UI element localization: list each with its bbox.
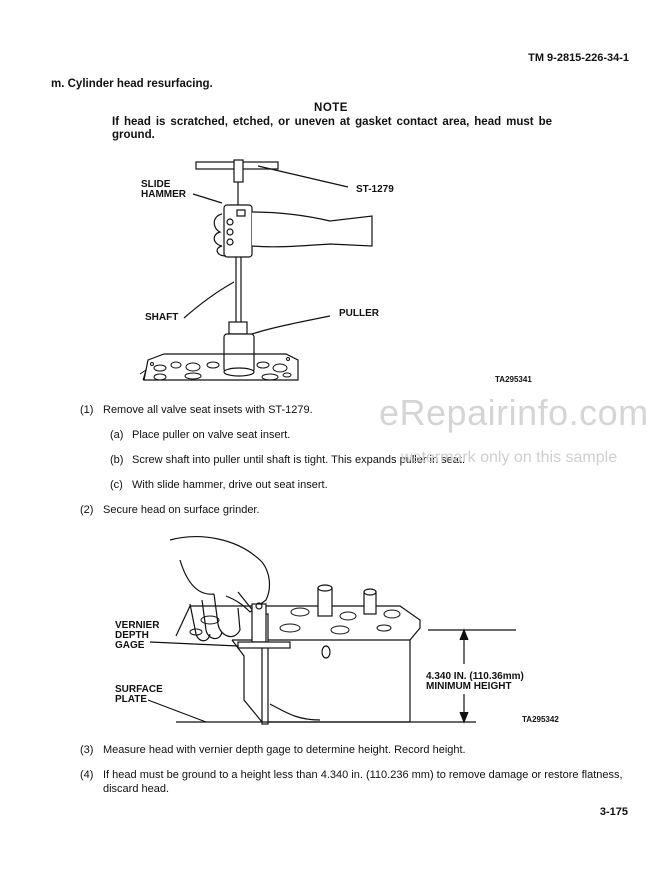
doc-id: TM 9-2815-226-34-1 [528,52,629,64]
label-shaft: SHAFT [145,312,179,323]
note-title: NOTE [314,102,348,114]
label-hammer: HAMMER [141,189,186,200]
step-3-text: Measure head with vernier depth gage to … [103,744,466,756]
label-depth: DEPTH [115,630,149,641]
step-4-text: If head must be ground to a height less … [103,769,623,795]
step-3-num: (3) [80,744,94,756]
watermark-brand: eRepairinfo.com [379,392,649,433]
step-2-text: Secure head on surface grinder. [103,504,260,516]
label-plate: PLATE [115,694,148,705]
figure2-id: TA295342 [522,715,559,724]
label-minimum-height: MINIMUM HEIGHT [426,681,512,692]
section-title: m. Cylinder head resurfacing. [51,78,213,90]
step-1-text: Remove all valve seat insets with ST-127… [103,404,313,416]
label-slide: SLIDE [141,179,171,190]
step-1b-text: Screw shaft into puller until shaft is t… [132,454,466,466]
label-st-1279: ST-1279 [356,184,394,195]
watermark-note: watermark only on this sample [401,449,618,466]
figure1-id: TA295341 [495,375,532,384]
step-1a-num: (a) [110,429,124,441]
label-gage: GAGE [115,640,145,651]
label-puller: PULLER [339,308,379,319]
label-surface: SURFACE [115,684,163,695]
step-2-num: (2) [80,504,94,516]
label-vernier: VERNIER [115,620,160,631]
note-body: If head is scratched, etched, or uneven … [112,116,552,141]
step-4-num: (4) [80,769,94,781]
label-height-value: 4.340 IN. (110.36mm) [426,671,524,682]
step-1b-num: (b) [110,454,124,466]
step-1-num: (1) [80,404,94,416]
step-1a-text: Place puller on valve seat insert. [132,429,291,441]
step-1c-text: With slide hammer, drive out seat insert… [132,479,328,491]
step-1c-num: (c) [110,479,123,491]
page-number: 3-175 [599,806,628,818]
